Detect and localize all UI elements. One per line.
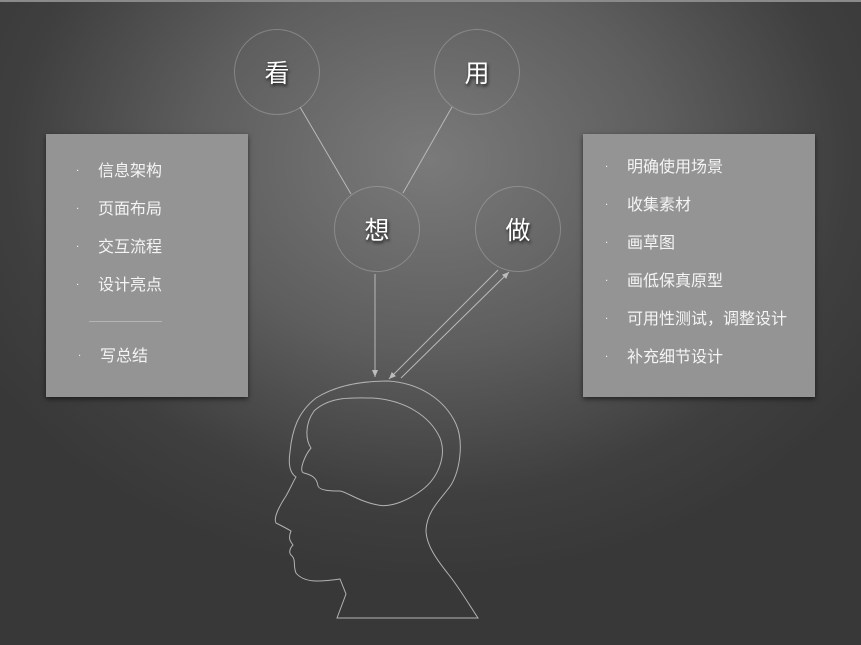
bullet-icon: ·	[605, 161, 609, 173]
node-do-label: 做	[505, 216, 531, 245]
top-border	[0, 0, 861, 2]
node-use-label: 用	[464, 59, 490, 88]
left-item: ·交互流程	[76, 237, 163, 256]
right-item: ·明确使用场景	[605, 157, 724, 176]
bullet-icon: ·	[605, 351, 609, 363]
right-item: ·补充细节设计	[605, 347, 724, 366]
edge-use-think	[402, 106, 453, 194]
node-do: 做	[475, 186, 561, 272]
right-item: ·画草图	[605, 233, 676, 252]
node-look: 看	[234, 29, 320, 115]
right-item: ·收集素材	[605, 195, 692, 214]
bullet-icon: ·	[605, 199, 609, 211]
bullet-icon: ·	[76, 241, 80, 253]
bullet-icon: ·	[605, 237, 609, 249]
arrow-do-head	[388, 269, 499, 380]
bullet-icon: ·	[605, 275, 609, 287]
right-panel: ·明确使用场景 ·收集素材 ·画草图 ·画低保真原型 ·可用性测试，调整设计 ·…	[583, 134, 815, 397]
node-think-label: 想	[364, 216, 390, 245]
right-item: ·可用性测试，调整设计	[605, 309, 788, 328]
bullet-icon: ·	[78, 350, 82, 362]
node-think: 想	[334, 186, 420, 272]
node-use: 用	[434, 29, 520, 115]
bullet-icon: ·	[76, 279, 80, 291]
left-item: ·页面布局	[76, 199, 163, 218]
left-panel: ·信息架构 ·页面布局 ·交互流程 ·设计亮点 ·写总结	[46, 134, 248, 397]
right-item: ·画低保真原型	[605, 271, 724, 290]
divider	[89, 321, 162, 322]
left-item-summary: ·写总结	[78, 346, 149, 365]
bullet-icon: ·	[605, 313, 609, 325]
node-look-label: 看	[264, 59, 290, 88]
left-item: ·信息架构	[76, 161, 163, 180]
head-outline-icon	[274, 380, 479, 619]
bullet-icon: ·	[76, 203, 80, 215]
edge-look-think	[299, 106, 352, 195]
arrow-head-do	[400, 271, 510, 379]
left-item: ·设计亮点	[76, 275, 163, 294]
bullet-icon: ·	[76, 165, 80, 177]
